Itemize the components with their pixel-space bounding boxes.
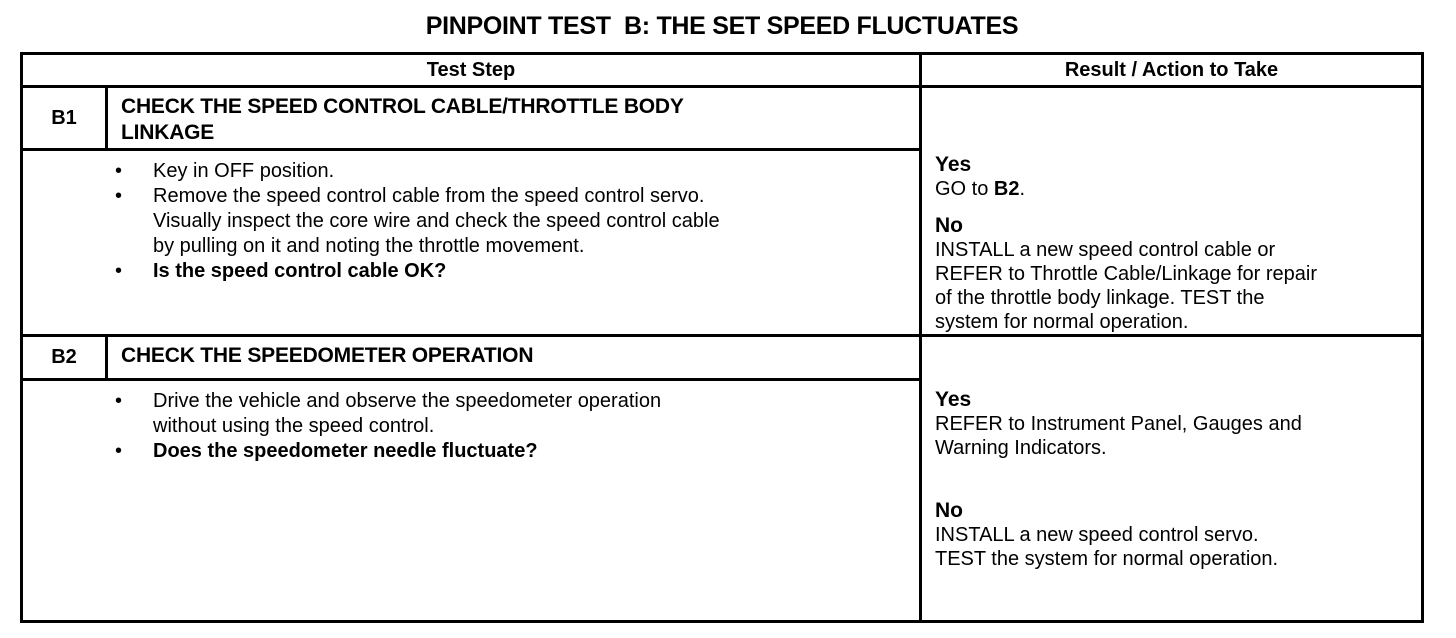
bullet-icon: • xyxy=(115,185,123,207)
bullet-text: Key in OFF position. xyxy=(153,160,335,182)
result-no-label-b2: No xyxy=(935,499,963,522)
result-yes-action-b2: REFER to Instrument Panel, Gauges and Wa… xyxy=(935,413,1302,459)
step-id-b2: B2 xyxy=(23,337,108,378)
action-text: GO to xyxy=(935,178,994,200)
result-cell-b1: Yes GO to B2. No INSTALL a new speed con… xyxy=(922,88,1421,337)
result-yes-label-b1: Yes xyxy=(935,153,972,176)
bullet-text: Remove the speed control cable from the … xyxy=(153,185,720,257)
bullet-item: • Key in OFF position. xyxy=(23,159,919,184)
bullet-text-question: Is the speed control cable OK? xyxy=(153,260,447,282)
test-step-cell-b1: B1 CHECK THE SPEED CONTROL CABLE/THROTTL… xyxy=(23,88,922,337)
step-header-row-b2: B2 CHECK THE SPEEDOMETER OPERATION xyxy=(23,337,919,381)
result-yes-label-b2: Yes xyxy=(935,388,972,411)
bullet-item: • Does the speedometer needle fluctuate? xyxy=(23,439,919,464)
step-id-b1: B1 xyxy=(23,88,108,148)
column-header-test-step: Test Step xyxy=(23,55,922,88)
bullet-icon: • xyxy=(115,390,123,412)
page-title: PINPOINT TEST B: THE SET SPEED FLUCTUATE… xyxy=(425,12,1019,40)
bullet-icon: • xyxy=(115,160,123,182)
result-no-action-b2: INSTALL a new speed control servo. TEST … xyxy=(935,524,1279,570)
bullet-icon: • xyxy=(115,440,123,462)
bullet-item: • Is the speed control cable OK? xyxy=(23,259,919,284)
step-instructions-b1: • Key in OFF position. • Remove the spee… xyxy=(23,151,919,284)
result-cell-b2: Yes REFER to Instrument Panel, Gauges an… xyxy=(922,337,1421,620)
bullet-icon: • xyxy=(115,260,123,282)
column-header-result-action: Result / Action to Take xyxy=(922,55,1421,88)
step-header-row-b1: B1 CHECK THE SPEED CONTROL CABLE/THROTTL… xyxy=(23,88,919,151)
result-no-label-b1: No xyxy=(935,214,963,237)
step-heading-b2: CHECK THE SPEEDOMETER OPERATION xyxy=(121,344,534,367)
result-no-action-b1: INSTALL a new speed control cable or REF… xyxy=(935,239,1318,333)
action-step-reference: B2 xyxy=(993,178,1020,200)
bullet-item: • Drive the vehicle and observe the spee… xyxy=(23,389,919,439)
step-heading-b1: CHECK THE SPEED CONTROL CABLE/THROTTLE B… xyxy=(121,95,684,144)
bullet-text: Drive the vehicle and observe the speedo… xyxy=(153,390,662,437)
result-yes-action-b1: GO to B2. xyxy=(935,177,1413,201)
bullet-text-question: Does the speedometer needle fluctuate? xyxy=(153,440,538,462)
action-text: . xyxy=(1019,178,1026,200)
bullet-item: • Remove the speed control cable from th… xyxy=(23,184,919,259)
test-step-cell-b2: B2 CHECK THE SPEEDOMETER OPERATION • Dri… xyxy=(23,337,922,620)
pinpoint-test-table: Test Step Result / Action to Take B1 CHE… xyxy=(20,52,1424,623)
step-instructions-b2: • Drive the vehicle and observe the spee… xyxy=(23,381,919,464)
